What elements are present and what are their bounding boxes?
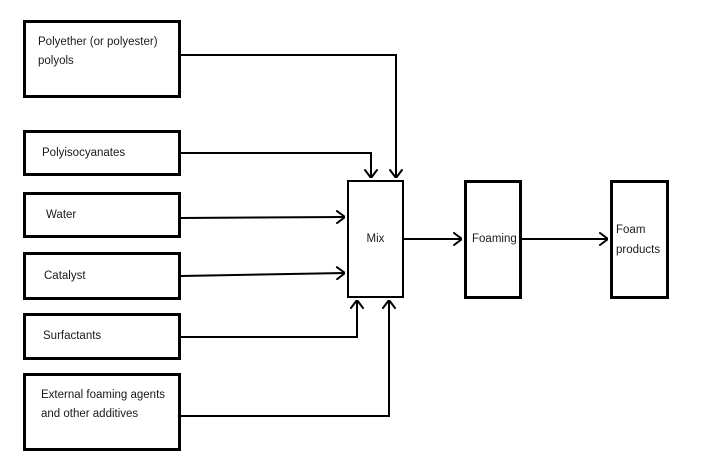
node-polyether-polyols-line1: Polyether (or polyester) [38, 36, 158, 48]
node-external-foaming-agents: External foaming agents and other additi… [23, 373, 181, 451]
node-mix: Mix [347, 180, 404, 298]
node-external-foaming-agents-line1: External foaming agents [41, 389, 166, 401]
node-foam-products-line2: products [616, 243, 661, 256]
edge-polyisocyanates-to-mix [180, 152, 371, 178]
node-mix-label: Mix [366, 232, 385, 245]
node-foaming-label: Foaming [472, 233, 517, 245]
node-polyisocyanates: Polyisocyanates [23, 130, 181, 176]
edge-external-agents-to-mix [180, 300, 389, 417]
edge-water-to-mix [180, 217, 345, 218]
node-water: Water [23, 192, 181, 238]
node-foam-products: Foam products [610, 180, 669, 299]
node-foam-products-line1: Foam [616, 223, 646, 236]
edge-polyether-to-mix [180, 54, 396, 178]
node-polyisocyanates-label: Polyisocyanates [42, 146, 126, 159]
node-polyether-polyols: Polyether (or polyester) polyols [23, 20, 181, 98]
node-surfactants-label: Surfactants [43, 330, 102, 342]
node-foaming: Foaming [464, 180, 522, 299]
node-water-label: Water [46, 208, 77, 221]
node-polyether-polyols-line2: polyols [38, 55, 74, 67]
node-surfactants: Surfactants [23, 313, 181, 360]
edge-catalyst-to-mix [180, 273, 345, 276]
node-catalyst: Catalyst [23, 252, 181, 300]
node-catalyst-label: Catalyst [44, 269, 86, 282]
edge-surfactants-to-mix [180, 300, 357, 338]
node-external-foaming-agents-line2: and other additives [41, 408, 139, 420]
